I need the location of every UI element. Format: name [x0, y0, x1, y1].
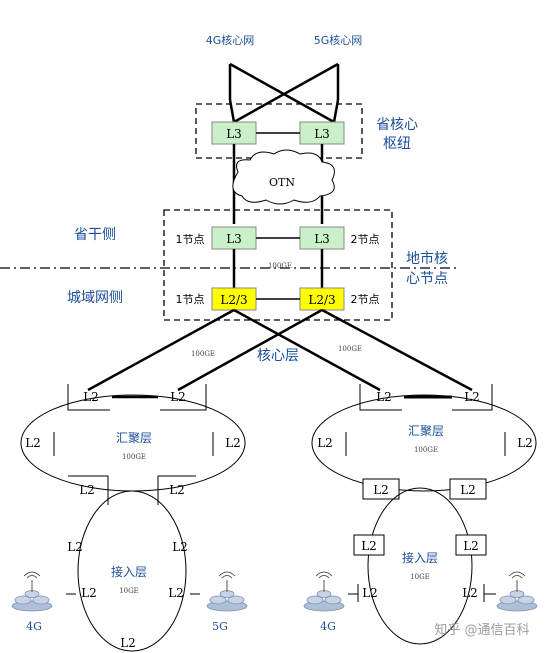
core-4g-label: 4G核心网 — [206, 33, 255, 47]
right-agg-node-tl: L2 — [376, 390, 392, 404]
right-agg-speed: 100GE — [414, 446, 438, 454]
otn-cloud — [232, 149, 335, 205]
left-agg-node-r: L2 — [225, 436, 241, 450]
local-l3-right-label: L3 — [314, 232, 330, 246]
node1-label-top: 1节点 — [176, 233, 205, 246]
left-agg-node-br: L2 — [169, 483, 185, 497]
left-access-node-r1: L2 — [172, 540, 188, 554]
left-access-node-l2: L2 — [81, 586, 97, 600]
core-cross-links — [228, 62, 340, 124]
local-core-box — [163, 209, 393, 321]
left-bs1-label: 4G — [26, 620, 42, 633]
base-station-icon — [496, 571, 538, 612]
node1-label-bottom: 1节点 — [176, 293, 205, 306]
base-station-icon — [206, 571, 248, 612]
metro-side-label: 城域网侧 — [67, 290, 123, 306]
node2-label-top: 2节点 — [351, 233, 380, 246]
watermark: 知乎 @通信百科 — [434, 622, 529, 638]
otn-label: OTN — [269, 176, 295, 189]
local-l3-left-label: L3 — [226, 232, 242, 246]
left-agg-speed: 100GE — [122, 453, 146, 461]
left-agg-node-tl: L2 — [83, 390, 99, 404]
right-access-label: 接入层 — [402, 550, 438, 565]
l23-right-label: L2/3 — [308, 293, 335, 307]
left-agg-bracket-nodes — [67, 384, 207, 411]
right-agg-node-l: L2 — [317, 436, 333, 450]
left-agg-node-tr: L2 — [170, 390, 186, 404]
provincial-hub-label-1: 省核心 — [376, 117, 418, 133]
right-access-node-r1: L2 — [463, 539, 479, 553]
left-access-node-r2: L2 — [168, 586, 184, 600]
core-link-left-label: 100GE — [191, 350, 215, 358]
right-access-node-l1: L2 — [361, 539, 377, 553]
left-access-node-bottom: L2 — [120, 636, 136, 650]
left-agg-bottom-brackets — [68, 475, 196, 505]
right-access-node-r1-box — [455, 534, 487, 556]
base-station-icon — [11, 571, 53, 612]
local-core-label-1: 地市核 — [406, 250, 448, 267]
right-agg-node-bl-box — [362, 478, 400, 500]
right-agg-node-r: L2 — [517, 436, 533, 450]
right-access-ring — [367, 487, 473, 645]
right-bs1-label: 4G — [320, 620, 336, 633]
core-layer-links — [87, 308, 473, 392]
core-link-right-label: 100GE — [338, 345, 362, 353]
right-agg-bracket-nodes — [359, 384, 493, 411]
local-core-label-2: 心节点 — [406, 271, 448, 287]
left-access-speed: 10GE — [119, 587, 139, 595]
right-agg-node-tr: L2 — [464, 390, 480, 404]
backbone-side-label: 省干侧 — [74, 227, 116, 243]
provincial-l3-right-label: L3 — [314, 127, 330, 141]
left-access-node-l1: L2 — [67, 540, 83, 554]
left-agg-label: 汇聚层 — [116, 431, 152, 445]
right-agg-label: 汇聚层 — [408, 424, 444, 438]
base-station-icon — [303, 571, 345, 612]
right-access-speed: 10GE — [410, 573, 430, 581]
right-agg-node-br-box — [449, 478, 487, 500]
right-access-node-l2: L2 — [362, 586, 378, 600]
left-agg-node-bl: L2 — [79, 483, 95, 497]
provincial-hub-label-2: 枢纽 — [383, 136, 411, 152]
right-agg-ring — [311, 394, 537, 492]
right-agg-node-br: L2 — [460, 483, 476, 497]
l23-left-label: L2/3 — [220, 293, 247, 307]
right-access-node-l1-box — [353, 534, 385, 556]
local-100ge-label: 100GE — [268, 262, 292, 270]
core-layer-label: 核心层 — [257, 348, 299, 364]
right-agg-node-bl: L2 — [373, 483, 389, 497]
left-access-label: 接入层 — [111, 564, 147, 579]
core-5g-label: 5G核心网 — [314, 33, 363, 47]
left-agg-node-l: L2 — [25, 436, 41, 450]
node2-label-bottom: 2节点 — [351, 293, 380, 306]
right-access-node-r2: L2 — [462, 586, 478, 600]
provincial-l3-left-label: L3 — [226, 127, 242, 141]
left-access-ring — [77, 490, 187, 652]
left-bs2-label: 5G — [212, 620, 228, 633]
